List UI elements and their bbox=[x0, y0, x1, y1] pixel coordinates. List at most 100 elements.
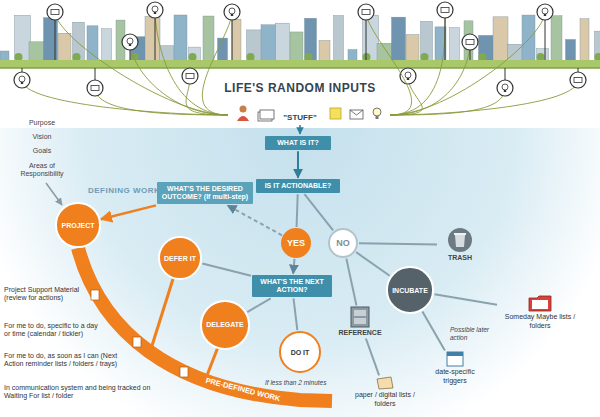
building bbox=[363, 15, 379, 61]
node-icon bbox=[446, 351, 464, 368]
process-box: WHAT IS IT? bbox=[265, 136, 331, 150]
building bbox=[189, 47, 201, 61]
bulb-base bbox=[154, 12, 156, 14]
note-label: Goals bbox=[7, 147, 77, 155]
bulb-glyph bbox=[229, 8, 235, 14]
node-text: DELEGATE bbox=[206, 321, 244, 328]
bulb-base bbox=[504, 90, 506, 92]
envelope-glyph bbox=[91, 86, 99, 91]
node-text: IS IT ACTIONABLE? bbox=[260, 182, 336, 190]
building bbox=[247, 30, 263, 61]
defining-ground bbox=[0, 128, 600, 417]
building bbox=[73, 22, 85, 61]
tree bbox=[595, 53, 600, 61]
note-label: Areas of Responsibility bbox=[7, 162, 77, 178]
process-circle: NO bbox=[328, 228, 358, 258]
note-label: DEFINING WORK bbox=[88, 186, 158, 195]
node-text: Someday Maybe lists / folders bbox=[498, 313, 582, 329]
input-wire bbox=[390, 80, 578, 115]
stuff-arrow bbox=[299, 125, 301, 134]
node-text: YES bbox=[287, 238, 305, 248]
bulb-glyph bbox=[542, 8, 548, 14]
input-wire bbox=[366, 12, 412, 115]
node-text: WHAT'S THE NEXT ACTION? bbox=[256, 278, 328, 295]
bulb bbox=[373, 108, 381, 116]
connector bbox=[366, 339, 379, 376]
bulb-base bbox=[21, 82, 23, 84]
icon-node: Someday Maybe lists / folders bbox=[498, 294, 582, 329]
building bbox=[493, 17, 508, 61]
connector bbox=[293, 259, 294, 274]
skyline bbox=[0, 15, 600, 61]
icon-badge bbox=[182, 68, 198, 84]
input-wire bbox=[202, 12, 232, 115]
process-box: WHAT'S THE NEXT ACTION? bbox=[252, 275, 332, 298]
process-box: WHAT'S THE DESIRED OUTCOME? (If multi-st… bbox=[157, 182, 253, 205]
building bbox=[15, 15, 31, 61]
icon-badge bbox=[497, 80, 513, 96]
bulb-glyph bbox=[19, 76, 25, 82]
envelope bbox=[350, 110, 363, 119]
building bbox=[29, 42, 44, 61]
icon-badge bbox=[570, 72, 586, 88]
building bbox=[392, 17, 406, 61]
input-wire bbox=[390, 42, 470, 115]
process-circle: DEFER IT bbox=[158, 236, 202, 280]
icon-badge bbox=[87, 80, 103, 96]
connector bbox=[101, 205, 156, 219]
building bbox=[102, 29, 112, 61]
input-wire bbox=[55, 12, 228, 115]
note-label: If less than 2 minutes bbox=[265, 379, 345, 387]
icon-node: REFERENCE bbox=[334, 306, 386, 337]
node-text: NO bbox=[336, 238, 350, 248]
building bbox=[276, 23, 290, 61]
note-label: Possible later action bbox=[450, 326, 494, 342]
building bbox=[450, 28, 460, 61]
node-text: REFERENCE bbox=[338, 329, 381, 337]
building bbox=[305, 18, 317, 61]
building bbox=[319, 40, 330, 61]
icon-badge bbox=[224, 4, 240, 20]
envelope-glyph bbox=[441, 8, 449, 13]
connector bbox=[434, 294, 497, 305]
process-circle: YES bbox=[281, 228, 311, 258]
building bbox=[218, 38, 228, 61]
input-icons bbox=[14, 2, 586, 115]
tree bbox=[73, 53, 81, 61]
icon-badge bbox=[147, 2, 163, 18]
bulb-base bbox=[376, 116, 379, 119]
building bbox=[551, 16, 562, 61]
icon-node: paper / digital lists / folders bbox=[348, 376, 422, 407]
ground-strip bbox=[0, 60, 600, 68]
person-body bbox=[237, 116, 249, 121]
sticky-note bbox=[330, 108, 341, 119]
note-label: In communication system and being tracke… bbox=[4, 384, 164, 401]
building bbox=[479, 35, 495, 61]
bulb-base bbox=[129, 44, 131, 46]
envelope-glyph bbox=[466, 40, 474, 45]
node-text: PROJECT bbox=[61, 222, 94, 229]
tree bbox=[305, 53, 313, 61]
building bbox=[406, 35, 419, 61]
defer-feed bbox=[150, 279, 173, 352]
connector bbox=[346, 259, 356, 306]
input-wire bbox=[155, 10, 228, 115]
building bbox=[421, 21, 433, 61]
note-label: Vision bbox=[7, 133, 77, 141]
note-label: Project Support Material (review for act… bbox=[4, 286, 80, 303]
node-icon bbox=[350, 306, 370, 329]
process-box: IS IT ACTIONABLE? bbox=[256, 179, 340, 193]
process-circle: DO IT bbox=[279, 331, 321, 373]
bulb-glyph bbox=[502, 84, 508, 90]
ground-line bbox=[0, 67, 600, 69]
node-text: date-specific triggers bbox=[423, 368, 487, 384]
building bbox=[0, 51, 9, 61]
document-icon bbox=[133, 337, 141, 347]
tree bbox=[15, 53, 23, 61]
node-text: WHAT'S THE DESIRED OUTCOME? (If multi-st… bbox=[161, 185, 249, 202]
note-label: "STUFF" bbox=[275, 113, 325, 122]
connector bbox=[247, 298, 270, 312]
process-circle: PROJECT bbox=[55, 202, 100, 247]
bulb-base bbox=[407, 78, 409, 80]
